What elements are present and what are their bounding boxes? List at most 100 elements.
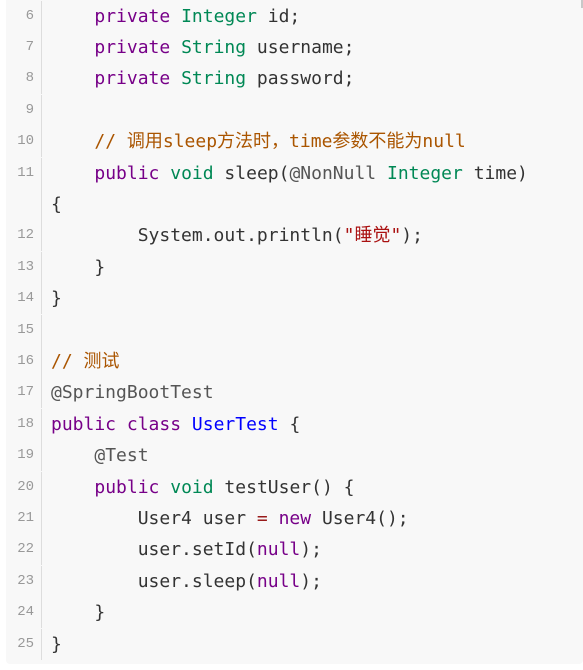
code-line: 14} <box>6 283 583 315</box>
code-line: 24 } <box>6 597 583 629</box>
line-number: 13 <box>6 251 42 283</box>
code-token: @NonNull <box>289 162 377 184</box>
code-token: String <box>181 68 247 90</box>
code-text: public void sleep(@NonNull Integer time) <box>51 158 528 189</box>
code-line: 11 public void sleep(@NonNull Integer ti… <box>6 157 583 189</box>
code-token <box>51 163 94 184</box>
code-text: private Integer id; <box>51 1 300 32</box>
code-line: 7 private String username; <box>6 31 583 63</box>
code-token: ); <box>401 225 423 247</box>
code-text: } <box>51 597 105 628</box>
code-token: } <box>51 602 106 624</box>
code-token <box>159 477 170 498</box>
code-text: } <box>51 252 105 283</box>
code-token: testUser() { <box>213 476 355 498</box>
code-token: private <box>94 68 171 90</box>
code-token: sleep( <box>213 162 290 184</box>
code-token <box>51 131 94 152</box>
code-token: Integer <box>181 5 257 27</box>
code-token: System.out.println( <box>51 225 344 247</box>
code-token: public <box>51 413 117 435</box>
code-text: System.out.println("睡觉"); <box>51 220 423 251</box>
line-number: 17 <box>6 377 42 409</box>
line-number: 8 <box>6 63 42 95</box>
code-line: { <box>6 188 583 220</box>
code-token: void <box>170 162 214 184</box>
line-number: 7 <box>6 31 42 63</box>
code-token: // 测试 <box>51 350 120 372</box>
code-line: 6 private Integer id; <box>6 0 583 32</box>
code-token: username; <box>246 36 355 58</box>
code-token: ); <box>300 570 322 592</box>
code-text: } <box>51 283 62 314</box>
line-number: 19 <box>6 440 42 472</box>
code-block: 6 private Integer id;7 private String us… <box>6 0 583 664</box>
code-token <box>376 163 387 184</box>
code-token: user.sleep( <box>51 570 257 592</box>
code-text: } <box>51 629 62 660</box>
code-line: 25} <box>6 628 583 660</box>
code-token: private <box>94 36 171 58</box>
code-line: 12 System.out.println("睡觉"); <box>6 220 583 252</box>
line-number: 23 <box>6 565 42 597</box>
code-token: User4 user <box>51 507 257 529</box>
code-token: Integer <box>387 162 463 184</box>
code-token <box>51 68 94 89</box>
line-number: 25 <box>6 628 42 660</box>
code-token: { <box>51 193 62 215</box>
code-token: UserTest <box>191 413 279 435</box>
line-number: 18 <box>6 408 42 440</box>
line-number: 10 <box>6 126 42 158</box>
line-number: 20 <box>6 471 42 503</box>
code-token: private <box>94 5 171 27</box>
code-line: 10 // 调用sleep方法时，time参数不能为null <box>6 126 583 158</box>
line-number: 14 <box>6 283 42 315</box>
code-token: String <box>181 36 247 58</box>
code-line: 15 <box>6 314 583 346</box>
code-token: password; <box>246 68 355 90</box>
code-line: 23 user.sleep(null); <box>6 565 583 597</box>
line-number: 9 <box>6 94 42 126</box>
code-text: { <box>51 189 62 220</box>
code-token <box>181 414 192 435</box>
scrollbar-thumb[interactable] <box>581 0 583 8</box>
code-token: "睡觉" <box>343 225 402 247</box>
code-text: @Test <box>51 440 149 471</box>
code-token: public <box>94 162 160 184</box>
code-token: @Test <box>94 445 149 467</box>
code-token <box>51 477 94 498</box>
code-token: { <box>278 413 301 435</box>
code-token <box>159 163 170 184</box>
code-token: new <box>278 507 312 529</box>
code-token: User4(); <box>311 507 409 529</box>
code-text: public void testUser() { <box>51 472 354 503</box>
code-token: @SpringBootTest <box>51 382 214 404</box>
code-token <box>170 6 181 27</box>
code-line: 19 @Test <box>6 440 583 472</box>
code-token <box>51 6 94 27</box>
code-token: } <box>51 288 62 310</box>
code-token <box>170 37 181 58</box>
line-number: 15 <box>6 314 42 346</box>
code-line: 21 User4 user = new User4(); <box>6 502 583 534</box>
code-text: user.sleep(null); <box>51 566 322 597</box>
code-text: // 调用sleep方法时，time参数不能为null <box>51 126 465 157</box>
code-token: time) <box>462 162 528 184</box>
code-text: private String password; <box>51 63 354 94</box>
code-token <box>268 508 279 529</box>
code-line: 9 <box>6 94 583 126</box>
code-line: 20 public void testUser() { <box>6 471 583 503</box>
code-text: private String username; <box>51 32 354 63</box>
code-token: class <box>126 413 182 435</box>
code-token <box>51 37 94 58</box>
code-token: public <box>94 476 160 498</box>
line-number: 11 <box>6 157 42 189</box>
code-token: void <box>170 476 214 498</box>
line-number: 24 <box>6 597 42 629</box>
line-number: 6 <box>6 0 42 32</box>
code-text: user.setId(null); <box>51 534 322 565</box>
code-token: id; <box>256 5 301 27</box>
code-token: user.setId( <box>51 539 257 561</box>
code-line: 16// 测试 <box>6 345 583 377</box>
code-line: 22 user.setId(null); <box>6 534 583 566</box>
